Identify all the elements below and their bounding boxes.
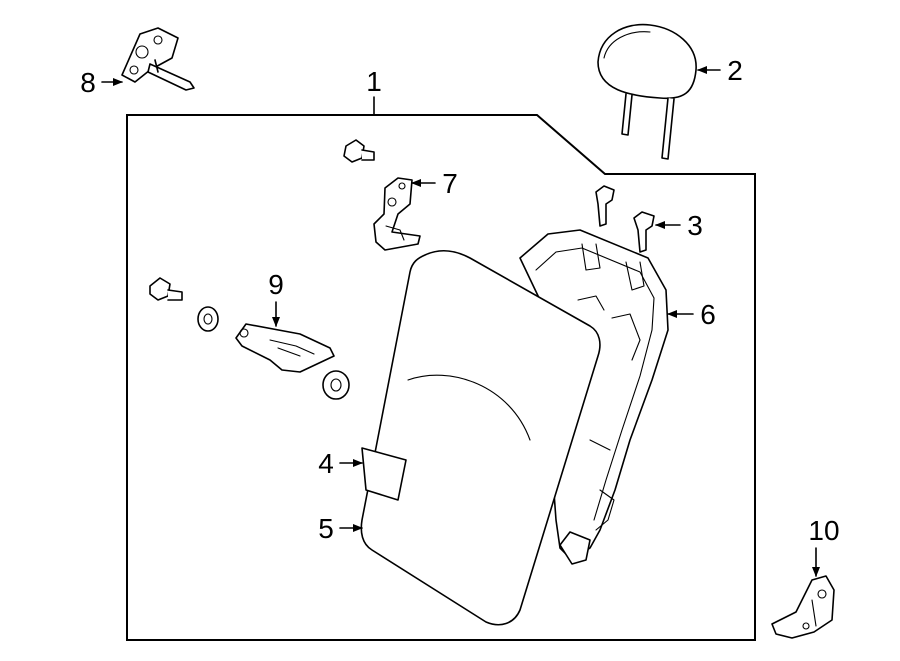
callout-7: 7 [442,168,458,199]
part-8-hinge-bracket [121,27,195,91]
part-10-bracket [771,575,835,639]
callout-4: 4 [318,448,334,479]
callout-8: 8 [80,67,96,98]
callout-1: 1 [366,66,382,97]
part-4-pad [361,447,407,501]
part-5-seat-cushion [360,249,601,626]
assembly-frame [126,114,756,641]
callout-5: 5 [318,513,334,544]
callout-6: 6 [700,299,716,330]
part-7-hinge-plate [343,139,421,251]
callout-2: 2 [727,55,743,86]
leader-lines [101,66,820,577]
callout-3: 3 [687,210,703,241]
callout-labels: 1 2 3 4 5 6 7 8 9 10 [80,55,839,546]
callout-10: 10 [808,515,839,546]
part-2-headrest [597,23,697,160]
callout-9: 9 [268,269,284,300]
part-9-bracket [149,277,350,400]
part-3-headrest-guides [595,185,655,253]
